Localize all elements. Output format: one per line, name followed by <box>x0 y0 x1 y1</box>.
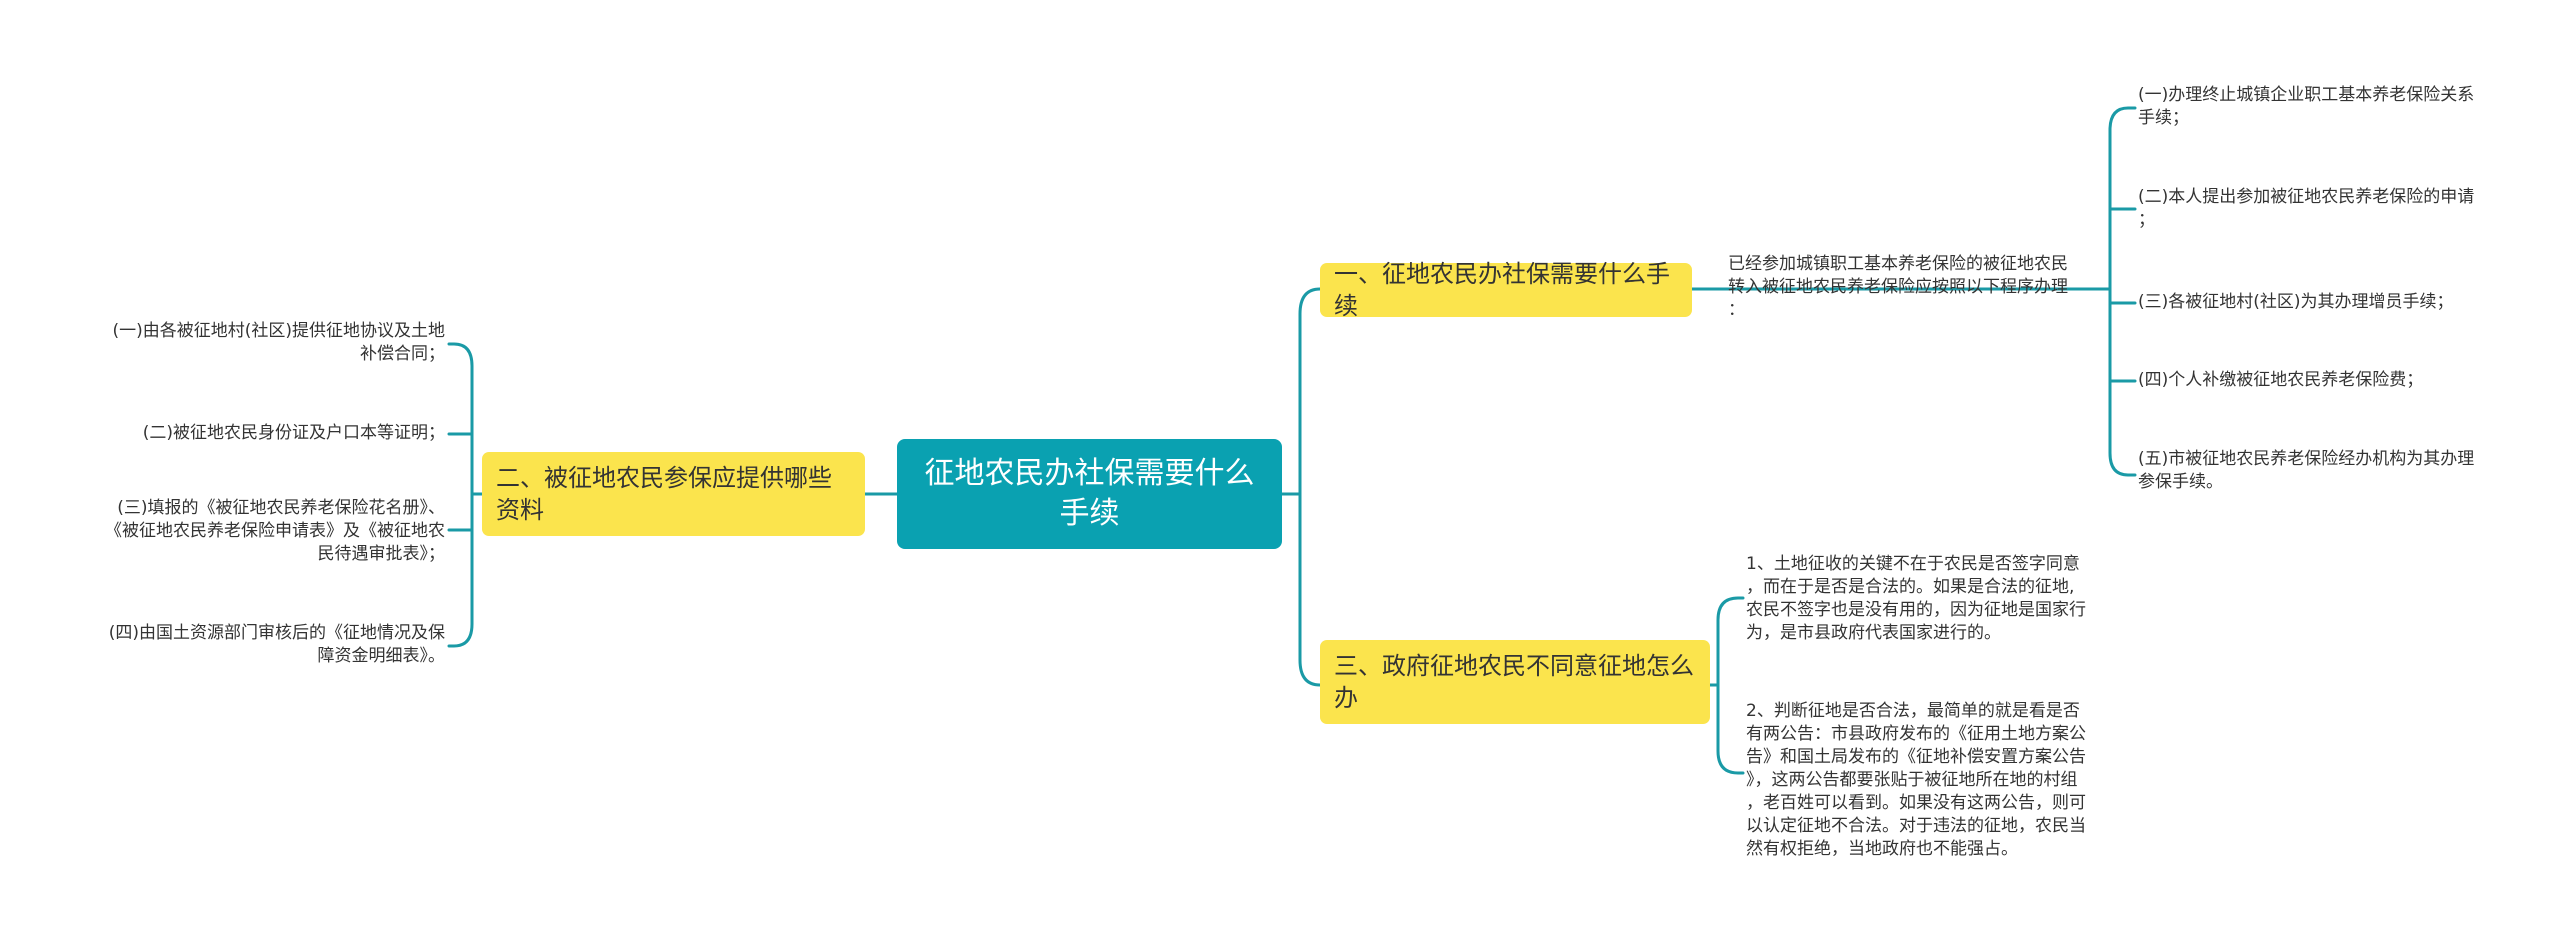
branch-2-item-1[interactable]: (一)由各被征地村(社区)提供征地协议及土地 补偿合同； <box>112 321 445 364</box>
branch-1-item-3[interactable]: (三)各被征地村(社区)为其办理增员手续； <box>2138 292 2454 312</box>
branch-topic-1-label: 一、征地农民办社保需要什么手续 <box>1334 260 1670 320</box>
branch-topic-3[interactable]: 三、政府征地农民不同意征地怎么办 <box>1320 640 1710 724</box>
branch-topic-2-label: 二、被征地农民参保应提供哪些资料 <box>496 464 832 524</box>
root-topic-label: 征地农民办社保需要什么手续 <box>924 456 1255 531</box>
connector-items1-trunk <box>2108 106 2137 477</box>
branch-3-item-1[interactable]: 1、土地征收的关键不在于农民是否签字同意 ，而在于是否是合法的。如果是合法的征地… <box>1746 554 2086 643</box>
branch-2-item-2[interactable]: (二)被征地农民身份证及户口本等证明； <box>142 423 445 443</box>
branch-topic-1[interactable]: 一、征地农民办社保需要什么手续 <box>1320 260 1692 320</box>
root-topic[interactable]: 征地农民办社保需要什么手续 <box>897 439 1282 549</box>
connector-items3-trunk <box>1716 596 1745 775</box>
branch-topic-3-label: 三、政府征地农民不同意征地怎么办 <box>1334 652 1694 712</box>
branch-topic-2[interactable]: 二、被征地农民参保应提供哪些资料 <box>482 452 865 536</box>
branch-1-intro[interactable]: 已经参加城镇职工基本养老保险的被征地农民 转入被征地农民养老保险应按照以下程序办… <box>1728 254 2068 320</box>
branch-1-item-4[interactable]: (四)个人补缴被征地农民养老保险费； <box>2138 370 2424 390</box>
branch-2-item-3[interactable]: (三)填报的《被征地农民养老保险花名册》、 《被征地农民养老保险申请表》及《被征… <box>105 498 445 564</box>
branch-1-item-1[interactable]: (一)办理终止城镇企业职工基本养老保险关系 手续； <box>2138 85 2475 128</box>
connector-right-trunk <box>1298 287 1342 687</box>
branch-1-item-5[interactable]: (五)市被征地农民养老保险经办机构为其办理 参保手续。 <box>2138 449 2475 492</box>
branch-1-item-2[interactable]: (二)本人提出参加被征地农民养老保险的申请 ； <box>2138 187 2475 230</box>
branch-3-item-2[interactable]: 2、判断征地是否合法，最简单的就是看是否 有两公告：市县政府发布的《征用土地方案… <box>1746 701 2086 859</box>
branch-2-item-4[interactable]: (四)由国土资源部门审核后的《征地情况及保 障资金明细表》。 <box>108 623 445 666</box>
